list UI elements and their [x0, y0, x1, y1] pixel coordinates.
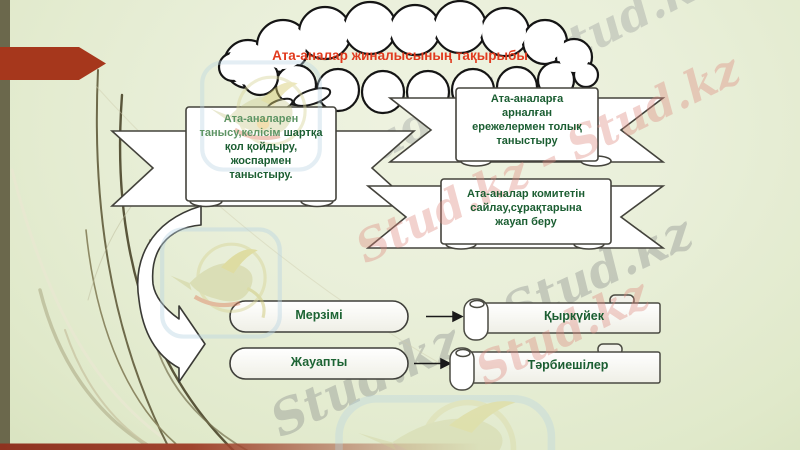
ribbon-left-text: Ата-аналарен танысу,келісім шартқа қол қ… [188, 112, 334, 182]
ribbon-top-right-shape [387, 87, 666, 167]
ribbon-mid-right-shape [365, 178, 666, 250]
ribbon-mid-right-text: Ата-аналар комитетін сайлау,сұрақтарына … [466, 188, 585, 229]
scroll-qyrkuiek-shape [463, 294, 661, 341]
ribbon-left-shape [109, 106, 417, 208]
ribbon-left-text-light: Ата-аналарен танысу,келісім [199, 113, 299, 140]
value-tarbieshiler: Тәрбиешілер [527, 358, 609, 372]
red-arrow-accent [0, 47, 106, 80]
cloud-title: Ата-аналар жиналысының тақырыбы [272, 48, 528, 63]
connector-arrow-1 [426, 310, 464, 323]
bottom-red-strip [0, 443, 480, 450]
scroll-tarbieshiler-shape [449, 343, 661, 391]
ribbon-left-text-dark: шартқа қол қойдыру, жоспармен таныстыру. [224, 127, 323, 182]
studkz-hummingbird-logo [335, 395, 556, 450]
studkz-hummingbird-logo [160, 227, 282, 339]
studkz-hummingbird-logo [200, 60, 322, 172]
curved-arrow [137, 205, 206, 383]
stadium-merzimi [229, 300, 409, 333]
stadium-zhauapty [229, 347, 409, 380]
ribbon-top-right-text: Ата-аналарға арналған ережелермен толық … [472, 93, 582, 148]
value-qyrkuiek: Қыркүйек [543, 309, 605, 323]
connector-arrow-2 [414, 357, 452, 370]
label-zhauapty: Жауапты [290, 355, 348, 369]
label-merzimi: Мерзімі [295, 308, 343, 322]
left-edge-bar [0, 0, 10, 444]
